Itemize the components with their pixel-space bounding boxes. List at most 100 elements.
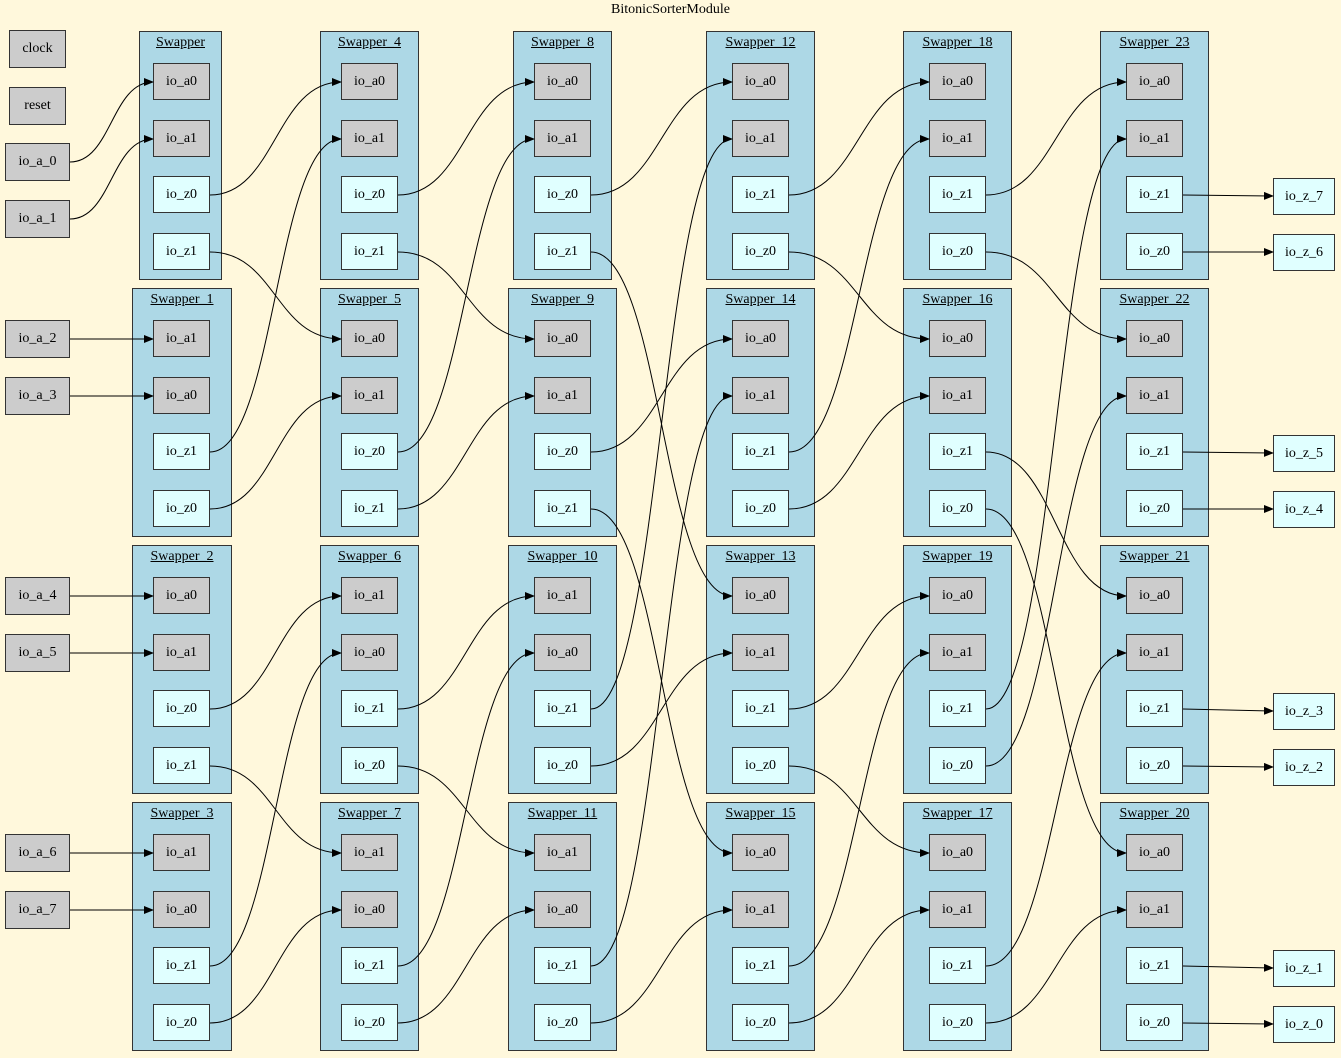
port-io-a0: io_a0 <box>341 634 398 671</box>
port-io-z1: io_z1 <box>1126 176 1183 213</box>
port-io-z0: io_z0 <box>732 490 789 527</box>
output-io-z-4: io_z_4 <box>1273 491 1335 528</box>
port-io-a1: io_a1 <box>534 577 591 614</box>
port-io-a1: io_a1 <box>1126 377 1183 414</box>
port-io-z1: io_z1 <box>732 690 789 727</box>
port-io-a0: io_a0 <box>153 577 210 614</box>
output-io-z-2: io_z_2 <box>1273 749 1335 786</box>
port-io-z0: io_z0 <box>929 747 986 784</box>
port-io-z0: io_z0 <box>153 490 210 527</box>
port-io-a1: io_a1 <box>153 834 210 871</box>
port-io-a0: io_a0 <box>732 63 789 100</box>
port-io-a1: io_a1 <box>534 377 591 414</box>
cluster-label: Swapper_4 <box>338 35 401 50</box>
cluster-label: Swapper_22 <box>1119 292 1190 307</box>
port-io-a0: io_a0 <box>153 63 210 100</box>
port-io-z1: io_z1 <box>341 947 398 984</box>
cluster-label: Swapper_7 <box>338 806 401 821</box>
cluster-label: Swapper_19 <box>922 549 993 564</box>
port-io-z0: io_z0 <box>929 1004 986 1041</box>
port-io-a1: io_a1 <box>341 834 398 871</box>
port-io-z1: io_z1 <box>929 690 986 727</box>
port-io-a0: io_a0 <box>1126 63 1183 100</box>
input-io-a-2: io_a_2 <box>5 320 70 358</box>
cluster-label: Swapper_2 <box>150 549 214 564</box>
port-io-a1: io_a1 <box>732 377 789 414</box>
port-io-z1: io_z1 <box>341 690 398 727</box>
cluster-label: Swapper_3 <box>150 806 214 821</box>
port-io-a1: io_a1 <box>929 377 986 414</box>
port-io-z0: io_z0 <box>732 1004 789 1041</box>
port-io-z1: io_z1 <box>1126 690 1183 727</box>
cluster-label: Swapper_12 <box>725 35 796 50</box>
port-io-z0: io_z0 <box>1126 490 1183 527</box>
port-io-z1: io_z1 <box>1126 947 1183 984</box>
port-io-z1: io_z1 <box>153 747 210 784</box>
input-io-a-0: io_a_0 <box>5 143 70 181</box>
output-io-z-3: io_z_3 <box>1273 693 1335 730</box>
port-io-z1: io_z1 <box>341 490 398 527</box>
port-io-a0: io_a0 <box>1126 577 1183 614</box>
port-io-a0: io_a0 <box>732 577 789 614</box>
port-io-z0: io_z0 <box>732 233 789 270</box>
cluster-label: Swapper_11 <box>527 806 598 821</box>
port-io-z0: io_z0 <box>1126 1004 1183 1041</box>
port-io-a0: io_a0 <box>534 891 591 928</box>
port-io-z1: io_z1 <box>929 176 986 213</box>
port-io-z1: io_z1 <box>341 233 398 270</box>
port-io-z0: io_z0 <box>341 747 398 784</box>
cluster-label: Swapper_5 <box>338 292 401 307</box>
port-io-a0: io_a0 <box>929 320 986 357</box>
port-io-a0: io_a0 <box>732 834 789 871</box>
cluster-label: Swapper_13 <box>725 549 796 564</box>
cluster-label: Swapper_23 <box>1119 35 1190 50</box>
port-io-a0: io_a0 <box>534 634 591 671</box>
output-io-z-1: io_z_1 <box>1273 950 1335 987</box>
input-io-a-6: io_a_6 <box>5 834 70 872</box>
port-io-z0: io_z0 <box>534 747 591 784</box>
port-io-a1: io_a1 <box>153 320 210 357</box>
port-io-a0: io_a0 <box>341 63 398 100</box>
input-io-a-4: io_a_4 <box>5 577 70 615</box>
port-io-a0: io_a0 <box>929 577 986 614</box>
port-io-a1: io_a1 <box>1126 891 1183 928</box>
port-io-a1: io_a1 <box>732 634 789 671</box>
input-io-a-1: io_a_1 <box>5 200 70 238</box>
port-io-a0: io_a0 <box>1126 834 1183 871</box>
port-io-a0: io_a0 <box>341 320 398 357</box>
port-io-z1: io_z1 <box>732 947 789 984</box>
port-io-a1: io_a1 <box>534 120 591 157</box>
input-reset: reset <box>9 87 66 125</box>
cluster-label: Swapper_10 <box>527 549 598 564</box>
port-io-z0: io_z0 <box>341 433 398 470</box>
port-io-z1: io_z1 <box>929 433 986 470</box>
diagram-title: BitonicSorterModule <box>611 2 730 17</box>
port-io-z0: io_z0 <box>1126 747 1183 784</box>
cluster-label: Swapper_6 <box>338 549 401 564</box>
cluster-label: Swapper_9 <box>531 292 594 307</box>
input-clock: clock <box>9 30 66 68</box>
cluster-label: Swapper_21 <box>1119 549 1190 564</box>
port-io-z0: io_z0 <box>1126 233 1183 270</box>
cluster-label: Swapper_14 <box>725 292 796 307</box>
output-io-z-5: io_z_5 <box>1273 435 1335 472</box>
port-io-a1: io_a1 <box>929 891 986 928</box>
port-io-z0: io_z0 <box>534 433 591 470</box>
port-io-a1: io_a1 <box>929 634 986 671</box>
port-io-z1: io_z1 <box>732 433 789 470</box>
port-io-z0: io_z0 <box>341 1004 398 1041</box>
port-io-a0: io_a0 <box>153 377 210 414</box>
port-io-z1: io_z1 <box>732 176 789 213</box>
port-io-a0: io_a0 <box>732 320 789 357</box>
port-io-z0: io_z0 <box>929 233 986 270</box>
port-io-a0: io_a0 <box>153 891 210 928</box>
port-io-a1: io_a1 <box>341 577 398 614</box>
port-io-z0: io_z0 <box>534 176 591 213</box>
cluster-label: Swapper_20 <box>1119 806 1190 821</box>
port-io-z1: io_z1 <box>929 947 986 984</box>
cluster-label: Swapper_18 <box>922 35 993 50</box>
port-io-z1: io_z1 <box>534 947 591 984</box>
port-io-a1: io_a1 <box>1126 120 1183 157</box>
port-io-z0: io_z0 <box>732 747 789 784</box>
port-io-z1: io_z1 <box>534 690 591 727</box>
